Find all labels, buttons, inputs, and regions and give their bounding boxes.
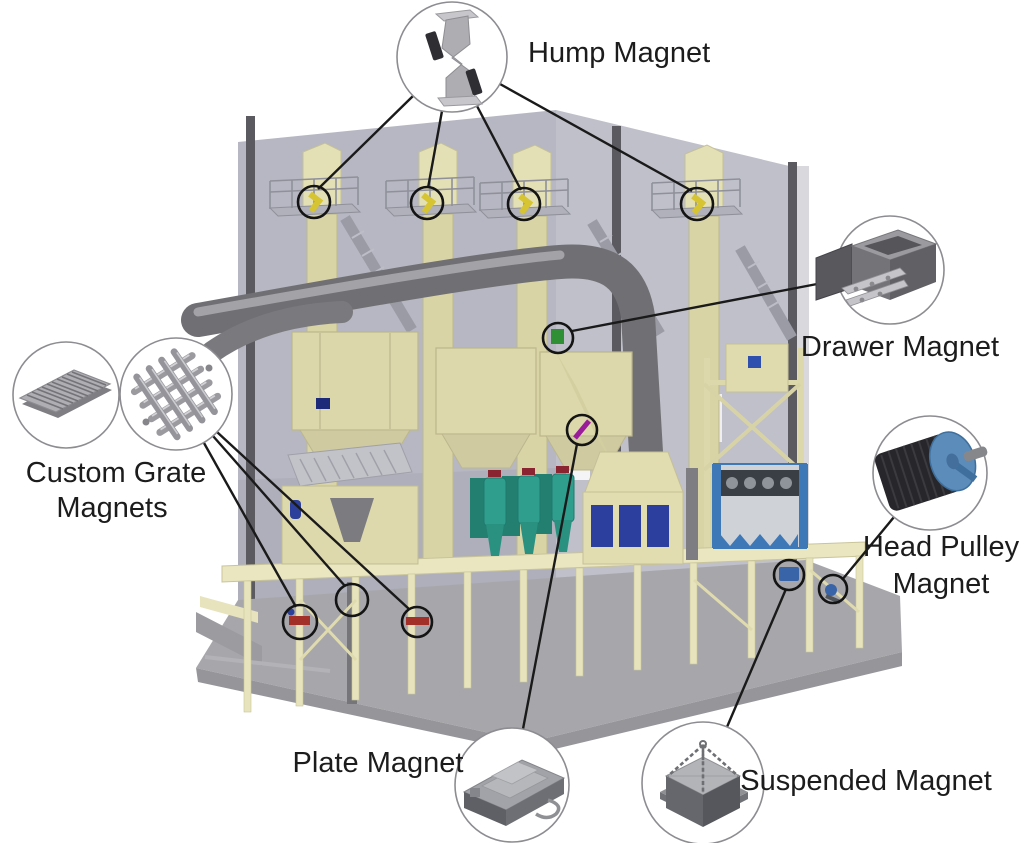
hump-magnet-location-2 [409, 185, 445, 221]
drawer-magnet-callout: Drawer Magnet [801, 215, 999, 363]
connector-grate-2 [212, 435, 346, 587]
hump-magnet-location-4 [679, 186, 715, 222]
head-pulley-location [817, 573, 849, 605]
plate-magnet-label: Plate Magnet [293, 747, 464, 779]
connector-grate-3 [216, 431, 410, 610]
steel-columns [246, 116, 797, 608]
plate-magnet-icon [462, 759, 566, 826]
gravity-separator [582, 451, 698, 565]
grate-magnet-location-1 [281, 603, 319, 641]
plate-magnet-callout: Plate Magnet [293, 727, 570, 843]
connector-suspended [725, 588, 788, 728]
screening-machine [281, 442, 419, 565]
custom-grate-label-line1: Custom Grate [26, 457, 207, 489]
connector-grate-1 [202, 442, 298, 608]
plate-magnet-location [565, 413, 599, 447]
hump-magnet-label: Hump Magnet [528, 37, 710, 69]
flat-grate-icon [18, 369, 112, 418]
color-sorter [712, 463, 808, 549]
grate-magnet-location-2 [334, 582, 370, 618]
callouts: Hump Magnet Drawer Magnet [12, 1, 1020, 843]
teal-machines [470, 466, 575, 556]
custom-grate-callout: Custom Grate Magnets [12, 337, 233, 524]
connector-lines [202, 82, 895, 730]
hump-magnet-icon [425, 9, 483, 107]
mezzanine-platform [221, 541, 866, 713]
suspended-magnet-callout: Suspended Magnet [641, 721, 992, 843]
connector-plate [521, 443, 579, 730]
connector-head-pulley [841, 516, 895, 581]
connector-hump-4 [499, 82, 693, 193]
plant-illustration [181, 110, 902, 754]
hump-magnet-location-3 [506, 186, 542, 222]
hump-magnet-location-1 [296, 184, 332, 220]
head-pulley-callout: Head Pulley Magnet [863, 415, 1020, 600]
connector-hump-2 [426, 110, 444, 189]
head-pulley-icon [875, 431, 988, 511]
connector-hump-3 [475, 105, 523, 191]
connector-drawer [571, 278, 839, 333]
platform-legs [243, 555, 864, 713]
hump-magnet-callout: Hump Magnet [396, 1, 710, 113]
suspended-magnet-icon [660, 740, 748, 827]
magnet-location-markers [281, 184, 849, 641]
grate-magnet-location-3 [400, 605, 434, 639]
head-pulley-label-line1: Head Pulley [863, 531, 1020, 563]
drawer-magnet-icon [815, 229, 938, 307]
head-pulley-label-line2: Magnet [893, 568, 990, 600]
drawer-magnet-label: Drawer Magnet [801, 331, 999, 363]
cross-grate-icon [130, 348, 222, 441]
suspended-magnet-label: Suspended Magnet [740, 765, 992, 797]
custom-grate-label-line2: Magnets [56, 492, 167, 524]
suspended-magnet-location [772, 558, 806, 592]
steel-pipe [181, 244, 663, 469]
drawer-magnet-location [541, 321, 575, 355]
connector-hump-1 [317, 95, 414, 190]
